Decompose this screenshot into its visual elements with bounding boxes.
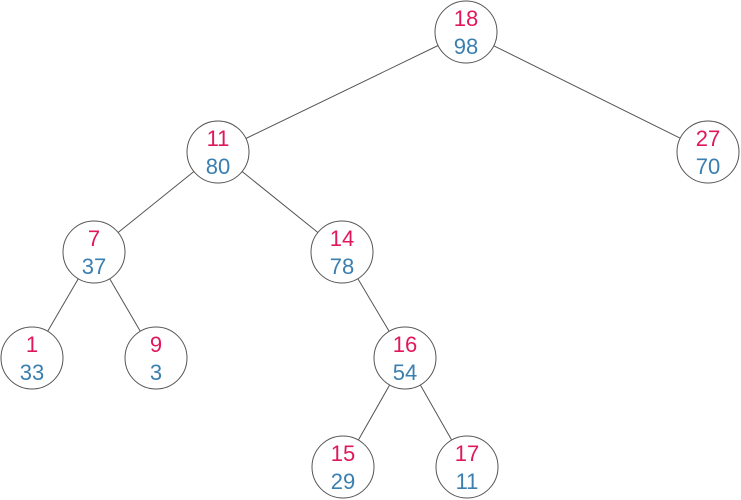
node-priority: 37 [82,254,106,279]
edge-n11-n14 [241,171,319,233]
edge-n16-n17 [419,384,453,441]
edge-n7-n9 [109,278,141,332]
node-circle [62,220,126,284]
node-circle [373,326,437,390]
node-key: 1 [26,332,38,357]
node-key: 16 [393,332,417,357]
edge-n18-n27 [493,45,681,139]
edge-n14-n16 [357,278,390,332]
node-key: 27 [696,126,720,151]
tree-node-9: 93 [124,326,188,390]
node-priority: 54 [393,360,417,385]
node-priority: 70 [696,154,720,179]
node-circle [124,326,188,390]
edge-n11-n7 [117,171,195,233]
node-circle [434,0,498,64]
node-circle [186,120,250,184]
edge-n16-n15 [357,384,391,441]
node-priority: 78 [330,254,354,279]
node-priority: 80 [206,154,230,179]
node-priority: 33 [20,360,44,385]
tree-node-1: 133 [0,326,64,390]
node-key: 15 [331,441,355,466]
node-circle [311,435,375,499]
node-circle [310,220,374,284]
node-priority: 3 [150,360,162,385]
edge-n18-n11 [245,45,439,139]
edges-layer [47,45,681,441]
node-priority: 11 [456,469,479,494]
node-key: 17 [455,441,479,466]
node-key: 14 [330,226,354,251]
node-key: 11 [207,126,230,151]
node-key: 9 [150,332,162,357]
node-circle [0,326,64,390]
node-priority: 29 [331,469,355,494]
edge-n7-n1 [47,278,79,332]
node-key: 18 [454,6,478,31]
node-circle [676,120,740,184]
node-circle [435,435,499,499]
node-key: 7 [88,226,100,251]
tree-node-7: 737 [62,220,126,284]
node-priority: 98 [454,34,478,59]
